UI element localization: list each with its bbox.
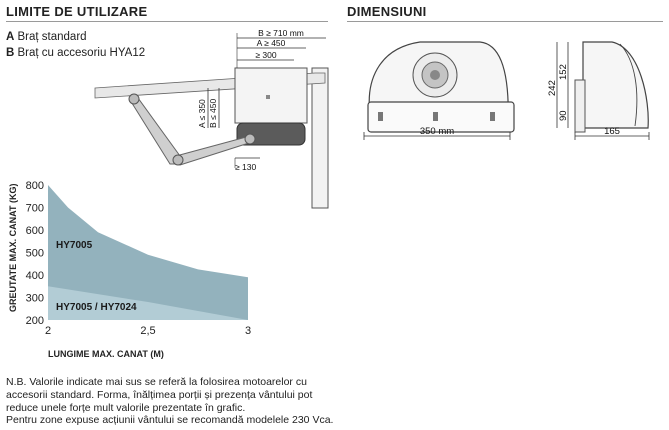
installation-diagram: B ≥ 710 mm A ≥ 450 ≥ 300 A ≤ 350 B ≤ 450… xyxy=(94,28,329,209)
dim-b-width: B ≥ 710 mm xyxy=(258,28,304,38)
arm-segment-2 xyxy=(175,135,253,166)
gate-post xyxy=(311,67,329,209)
arm-pivot-motor xyxy=(244,133,256,145)
dim-min-offset: ≥ 130 xyxy=(235,162,256,172)
series-area-lower xyxy=(48,286,248,320)
legend-arm-a-text: Braț standard xyxy=(17,31,87,43)
note-wind-exposure: Pentru zone expuse acțiunii vântului se … xyxy=(6,414,334,426)
arm-segment-1 xyxy=(129,97,181,165)
x-tick-label: 3 xyxy=(245,325,251,337)
legend-arm-b: B Braț cu accesoriu HYA12 xyxy=(6,47,145,59)
dim-a-height: A ≤ 350 xyxy=(197,99,207,128)
dimensions-divider xyxy=(347,21,663,22)
y-tick-label: 700 xyxy=(26,203,44,215)
chart-ylabel: GREUTATE MAX. CANAT (KG) xyxy=(8,184,18,313)
chart-xlabel: LUNGIME MAX. CANAT (M) xyxy=(48,349,164,359)
series-area-upper xyxy=(48,185,248,320)
key-icon xyxy=(430,70,440,80)
y-tick-label: 800 xyxy=(26,180,44,192)
dim-b-height: B ≤ 450 xyxy=(208,98,218,128)
motor-housing xyxy=(234,67,308,124)
side-view-bracket xyxy=(574,79,586,133)
legend-arm-a-key: A xyxy=(6,31,15,43)
dimensions-title: DIMENSIUNI xyxy=(347,4,427,19)
y-tick-label: 400 xyxy=(26,270,44,282)
y-tick-label: 600 xyxy=(26,225,44,237)
y-tick-label: 500 xyxy=(26,248,44,260)
dim-a-width: A ≥ 450 xyxy=(257,38,286,48)
legend-arm-b-text: Braț cu accesoriu HYA12 xyxy=(17,47,146,59)
usage-limits-title: LIMITE DE UTILIZARE xyxy=(6,4,148,19)
x-tick-label: 2 xyxy=(45,325,51,337)
dim-depth: 165 xyxy=(604,126,620,137)
legend-arm-b-key: B xyxy=(6,47,15,59)
dim-min-depth: ≥ 300 xyxy=(255,50,276,60)
dimensions-drawing: 350 mm 242 152 90 165 xyxy=(363,41,650,140)
note-standard-accessories: N.B. Valorile indicate mai sus se referă… xyxy=(6,376,313,414)
dim-height-total: 242 xyxy=(547,80,558,96)
arm-pivot-elbow xyxy=(172,154,184,166)
dim-height-bottom: 90 xyxy=(558,110,569,121)
dim-width: 350 mm xyxy=(420,126,454,137)
usage-limits-divider xyxy=(6,21,328,22)
series-label-hy7005-hy7024: HY7005 / HY7024 xyxy=(56,302,137,313)
y-tick-label: 200 xyxy=(26,315,44,327)
side-view-housing xyxy=(582,41,649,129)
weight-length-chart: GREUTATE MAX. CANAT (KG) LUNGIME MAX. CA… xyxy=(8,180,251,359)
legend-arm-a: A Braț standard xyxy=(6,31,87,43)
front-view-base xyxy=(367,101,515,133)
y-tick-label: 300 xyxy=(26,293,44,305)
arm-pivot-gate xyxy=(128,93,140,105)
x-tick-label: 2,5 xyxy=(140,325,155,337)
series-label-hy7005: HY7005 xyxy=(56,240,93,251)
dim-height-top: 152 xyxy=(558,64,569,80)
